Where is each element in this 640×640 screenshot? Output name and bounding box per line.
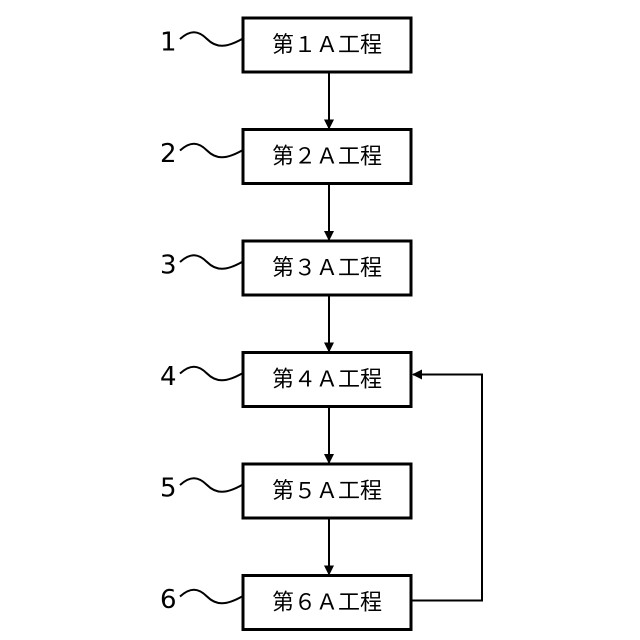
reference-numeral: 6 [160, 585, 177, 615]
step-label: 第５Ａ工程 [272, 479, 382, 504]
loop-back-arrow [411, 375, 482, 601]
leader-line [180, 255, 242, 269]
process-step: 第６Ａ工程 6 [160, 576, 411, 630]
step-label: 第２Ａ工程 [272, 145, 382, 170]
process-step: 第１Ａ工程 1 [160, 18, 411, 72]
process-step: 第２Ａ工程 2 [160, 130, 411, 184]
reference-numeral: 2 [160, 139, 177, 169]
leader-line [180, 478, 242, 492]
step-label: 第３Ａ工程 [272, 256, 382, 281]
step-label: 第６Ａ工程 [272, 591, 382, 616]
leader-line [180, 590, 242, 604]
steps-layer: 第１Ａ工程 1 第２Ａ工程 2 第３Ａ工程 3 第４Ａ工程 4 第５Ａ工程 5 第６Ａ工程 6 [160, 18, 411, 630]
leader-line [180, 367, 242, 381]
process-step: 第５Ａ工程 5 [160, 464, 411, 518]
reference-numeral: 3 [160, 251, 177, 281]
reference-numeral: 1 [160, 28, 177, 58]
reference-numeral: 4 [160, 362, 177, 392]
step-label: 第４Ａ工程 [272, 368, 382, 393]
step-label: 第１Ａ工程 [272, 33, 382, 58]
leader-line [180, 32, 242, 46]
leader-line [180, 144, 242, 158]
process-step: 第４Ａ工程 4 [160, 353, 411, 407]
reference-numeral: 5 [160, 474, 177, 504]
process-step: 第３Ａ工程 3 [160, 241, 411, 295]
